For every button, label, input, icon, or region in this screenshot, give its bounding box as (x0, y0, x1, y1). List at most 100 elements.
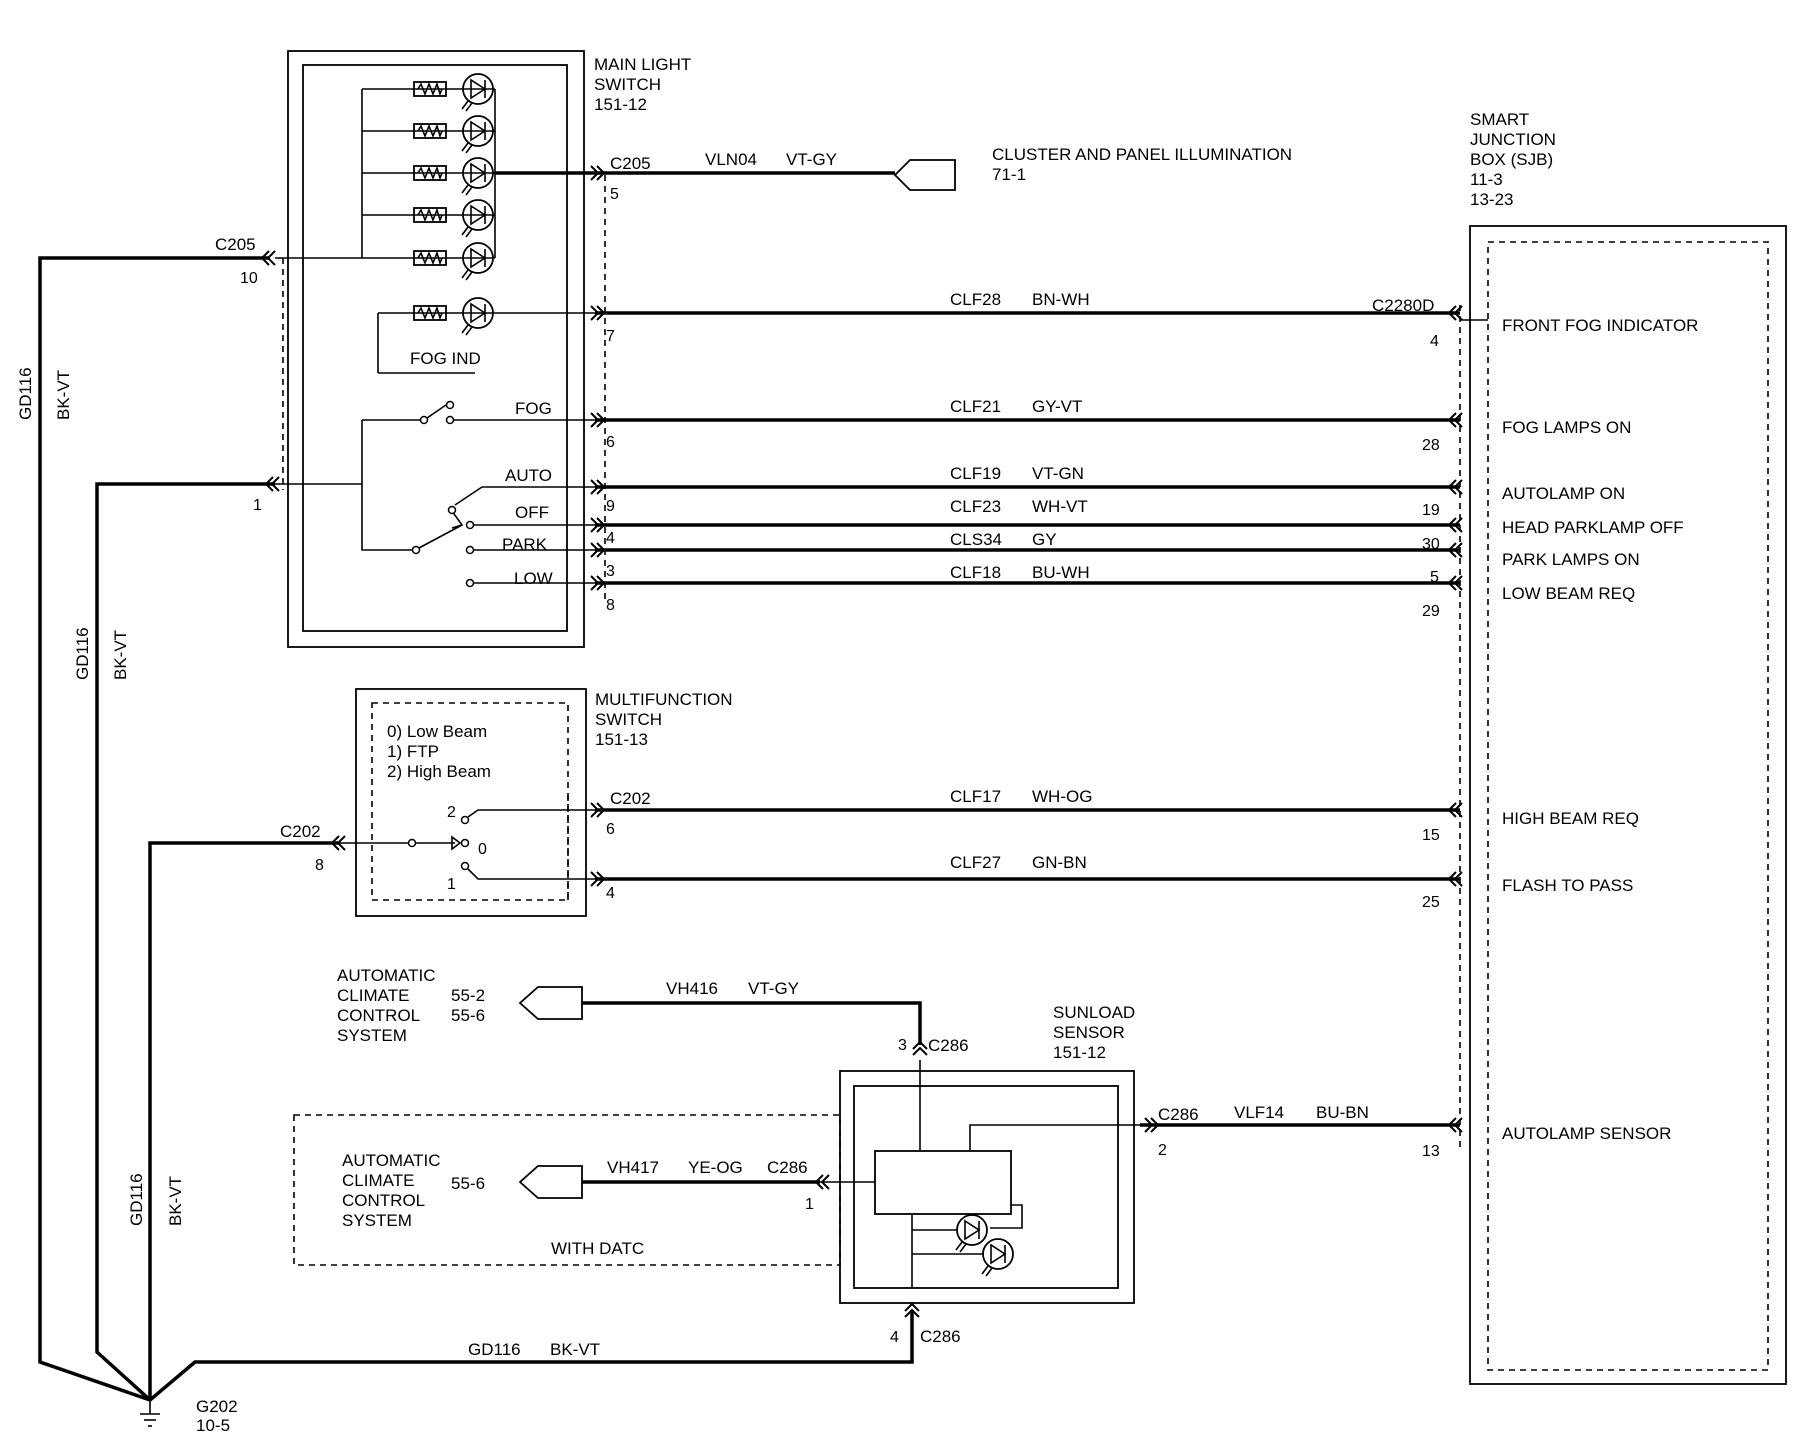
sjb-pin-4: 4 (1430, 333, 1439, 350)
acc-top: AUTOMATIC CLIMATE CONTROL SYSTEM 55-2 55… (337, 966, 583, 1045)
sjb-pin-13: 13 (1422, 1143, 1440, 1160)
wire-clf23-color: WH-VT (1032, 497, 1088, 516)
main-switch-title-2: SWITCH (594, 75, 661, 94)
smart-junction-box: SMART JUNCTION BOX (SJB) 11-3 13-23 FRON… (1372, 110, 1787, 1385)
sjb-title-4: 11-3 (1470, 170, 1503, 189)
fog-indicator-lamp (377, 297, 595, 374)
acc-top-line-3: CONTROL (337, 1006, 420, 1025)
pos-low: LOW (514, 569, 553, 588)
wire-vh417: VH417 YE-OG C286 1 (582, 1158, 830, 1213)
main-switch-inner-box (302, 64, 568, 632)
wire-vh416-color: VT-GY (748, 979, 799, 998)
wire-gd116-2-circuit: GD116 (73, 627, 92, 680)
mf-pos-2: 2 (447, 804, 456, 821)
wire-cls34: CLS34 GY 3 5 (590, 530, 1463, 586)
sjb-signal-flash-to-pass: FLASH TO PASS (1502, 876, 1633, 895)
wire-clf19: CLF19 VT-GN 9 19 (590, 464, 1463, 519)
sunload-title-3: 151-12 (1053, 1043, 1106, 1062)
wire-gd116-2-color: BK-VT (111, 630, 130, 680)
sunload-inner-box (853, 1085, 1119, 1289)
sjb-signal-low-beam-req: LOW BEAM REQ (1502, 584, 1635, 603)
acc-bottom-ref: 55-6 (451, 1174, 485, 1193)
wire-gd116-3-circuit: GD116 (127, 1173, 146, 1226)
illumination-lamp-3 (362, 157, 495, 196)
multifunction-title-1: MULTIFUNCTION (595, 690, 733, 709)
pin-3: 3 (606, 563, 615, 580)
pos-park: PARK (502, 535, 548, 554)
pos-off: OFF (515, 503, 549, 522)
main-switch-outer-box (287, 50, 585, 648)
acc-bottom-line-3: CONTROL (342, 1191, 425, 1210)
pin-c205-1: 1 (253, 497, 262, 514)
mf-legend-low-beam: 0) Low Beam (387, 722, 487, 741)
acc-top-ref-2: 55-6 (451, 1006, 485, 1025)
sjb-pin-15: 15 (1422, 827, 1440, 844)
wire-clf28: CLF28 BN-WH 7 4 (590, 290, 1488, 350)
acc-top-line-1: AUTOMATIC (337, 966, 436, 985)
ground-symbol-g202: G202 10-5 (140, 1397, 238, 1435)
illumination-lamp-5 (362, 242, 495, 281)
wire-gd116-1-color: BK-VT (54, 370, 73, 420)
conn-c205-top: C205 (610, 154, 651, 173)
wire-vln04: VLN04 VT-GY C205 5 (495, 150, 956, 203)
wire-cls34-circuit: CLS34 (950, 530, 1002, 549)
pin-7: 7 (606, 328, 615, 345)
pin-6: 6 (606, 434, 615, 451)
wire-clf17-circuit: CLF17 (950, 787, 1001, 806)
wire-vh417-circuit: VH417 (607, 1158, 659, 1177)
acc-top-ref-1: 55-2 (451, 986, 485, 1005)
fog-ind-label: FOG IND (410, 349, 481, 368)
wire-clf17: C202 CLF17 WH-OG 6 15 (590, 787, 1463, 844)
main-switch-title-3: 151-12 (594, 95, 647, 114)
sjb-connector-c2280d: C2280D (1372, 296, 1434, 315)
acc-top-line-4: SYSTEM (337, 1026, 407, 1045)
wire-clf18-circuit: CLF18 (950, 563, 1001, 582)
pin-c286-1: 1 (805, 1196, 814, 1213)
wire-clf19-circuit: CLF19 (950, 464, 1001, 483)
pin-c202-8: 8 (315, 857, 324, 874)
multifunction-switch: MULTIFUNCTION SWITCH 151-13 0) Low Beam … (340, 688, 733, 917)
wire-clf19-color: VT-GN (1032, 464, 1084, 483)
wire-clf21-circuit: CLF21 (950, 397, 1001, 416)
pin-9: 9 (606, 498, 615, 515)
acc-bottom-line-4: SYSTEM (342, 1211, 412, 1230)
wire-clf28-color: BN-WH (1032, 290, 1090, 309)
sunload-title-1: SUNLOAD (1053, 1003, 1135, 1022)
wire-clf27-circuit: CLF27 (950, 853, 1001, 872)
wire-vh416: VH416 VT-GY (582, 979, 922, 1045)
sjb-wires: VLN04 VT-GY C205 5 CLUSTER AND PANEL ILL… (495, 145, 1488, 620)
pin-c205-5: 5 (610, 186, 619, 203)
pin-c205-10: 10 (240, 270, 258, 287)
sunload-photodiode-1 (955, 1214, 988, 1253)
with-datc-box (293, 1114, 841, 1266)
pin-8: 8 (606, 597, 615, 614)
wire-vln04-circuit: VLN04 (705, 150, 757, 169)
mf-pos-1: 1 (447, 876, 456, 893)
pin-c286-2: 2 (1158, 1142, 1167, 1159)
wire-clf23-circuit: CLF23 (950, 497, 1001, 516)
sjb-signal-front-fog-indicator: FRONT FOG INDICATOR (1502, 316, 1698, 335)
sunload-module (874, 1150, 1012, 1215)
wire-vln04-color: VT-GY (786, 150, 837, 169)
sjb-signal-head-parklamp-off: HEAD PARKLAMP OFF (1502, 518, 1684, 537)
sjb-pin-25: 25 (1422, 894, 1440, 911)
conn-c202-top: C202 (610, 789, 651, 808)
wire-vlf14-color: BU-BN (1316, 1103, 1369, 1122)
mf-legend-high-beam: 2) High Beam (387, 762, 491, 781)
main-light-switch: MAIN LIGHT SWITCH 151-12 (275, 50, 691, 648)
sjb-signal-high-beam-req: HIGH BEAM REQ (1502, 809, 1639, 828)
pin-c202-6: 6 (606, 821, 615, 838)
wire-gd116-3-color: BK-VT (166, 1176, 185, 1226)
acc-top-line-2: CLIMATE (337, 986, 409, 1005)
sjb-signal-autolamp-on: AUTOLAMP ON (1502, 484, 1625, 503)
sjb-title-1: SMART (1470, 110, 1529, 129)
with-datc-label: WITH DATC (551, 1239, 644, 1258)
sjb-pin-29: 29 (1422, 603, 1440, 620)
pin-c202-4: 4 (606, 885, 615, 902)
conn-c286-bottom: C286 (920, 1327, 961, 1346)
wire-vlf14-circuit: VLF14 (1234, 1103, 1284, 1122)
sjb-title-2: JUNCTION (1470, 130, 1556, 149)
wire-gd116-1-circuit: GD116 (16, 367, 35, 420)
sjb-pin-28: 28 (1422, 437, 1440, 454)
